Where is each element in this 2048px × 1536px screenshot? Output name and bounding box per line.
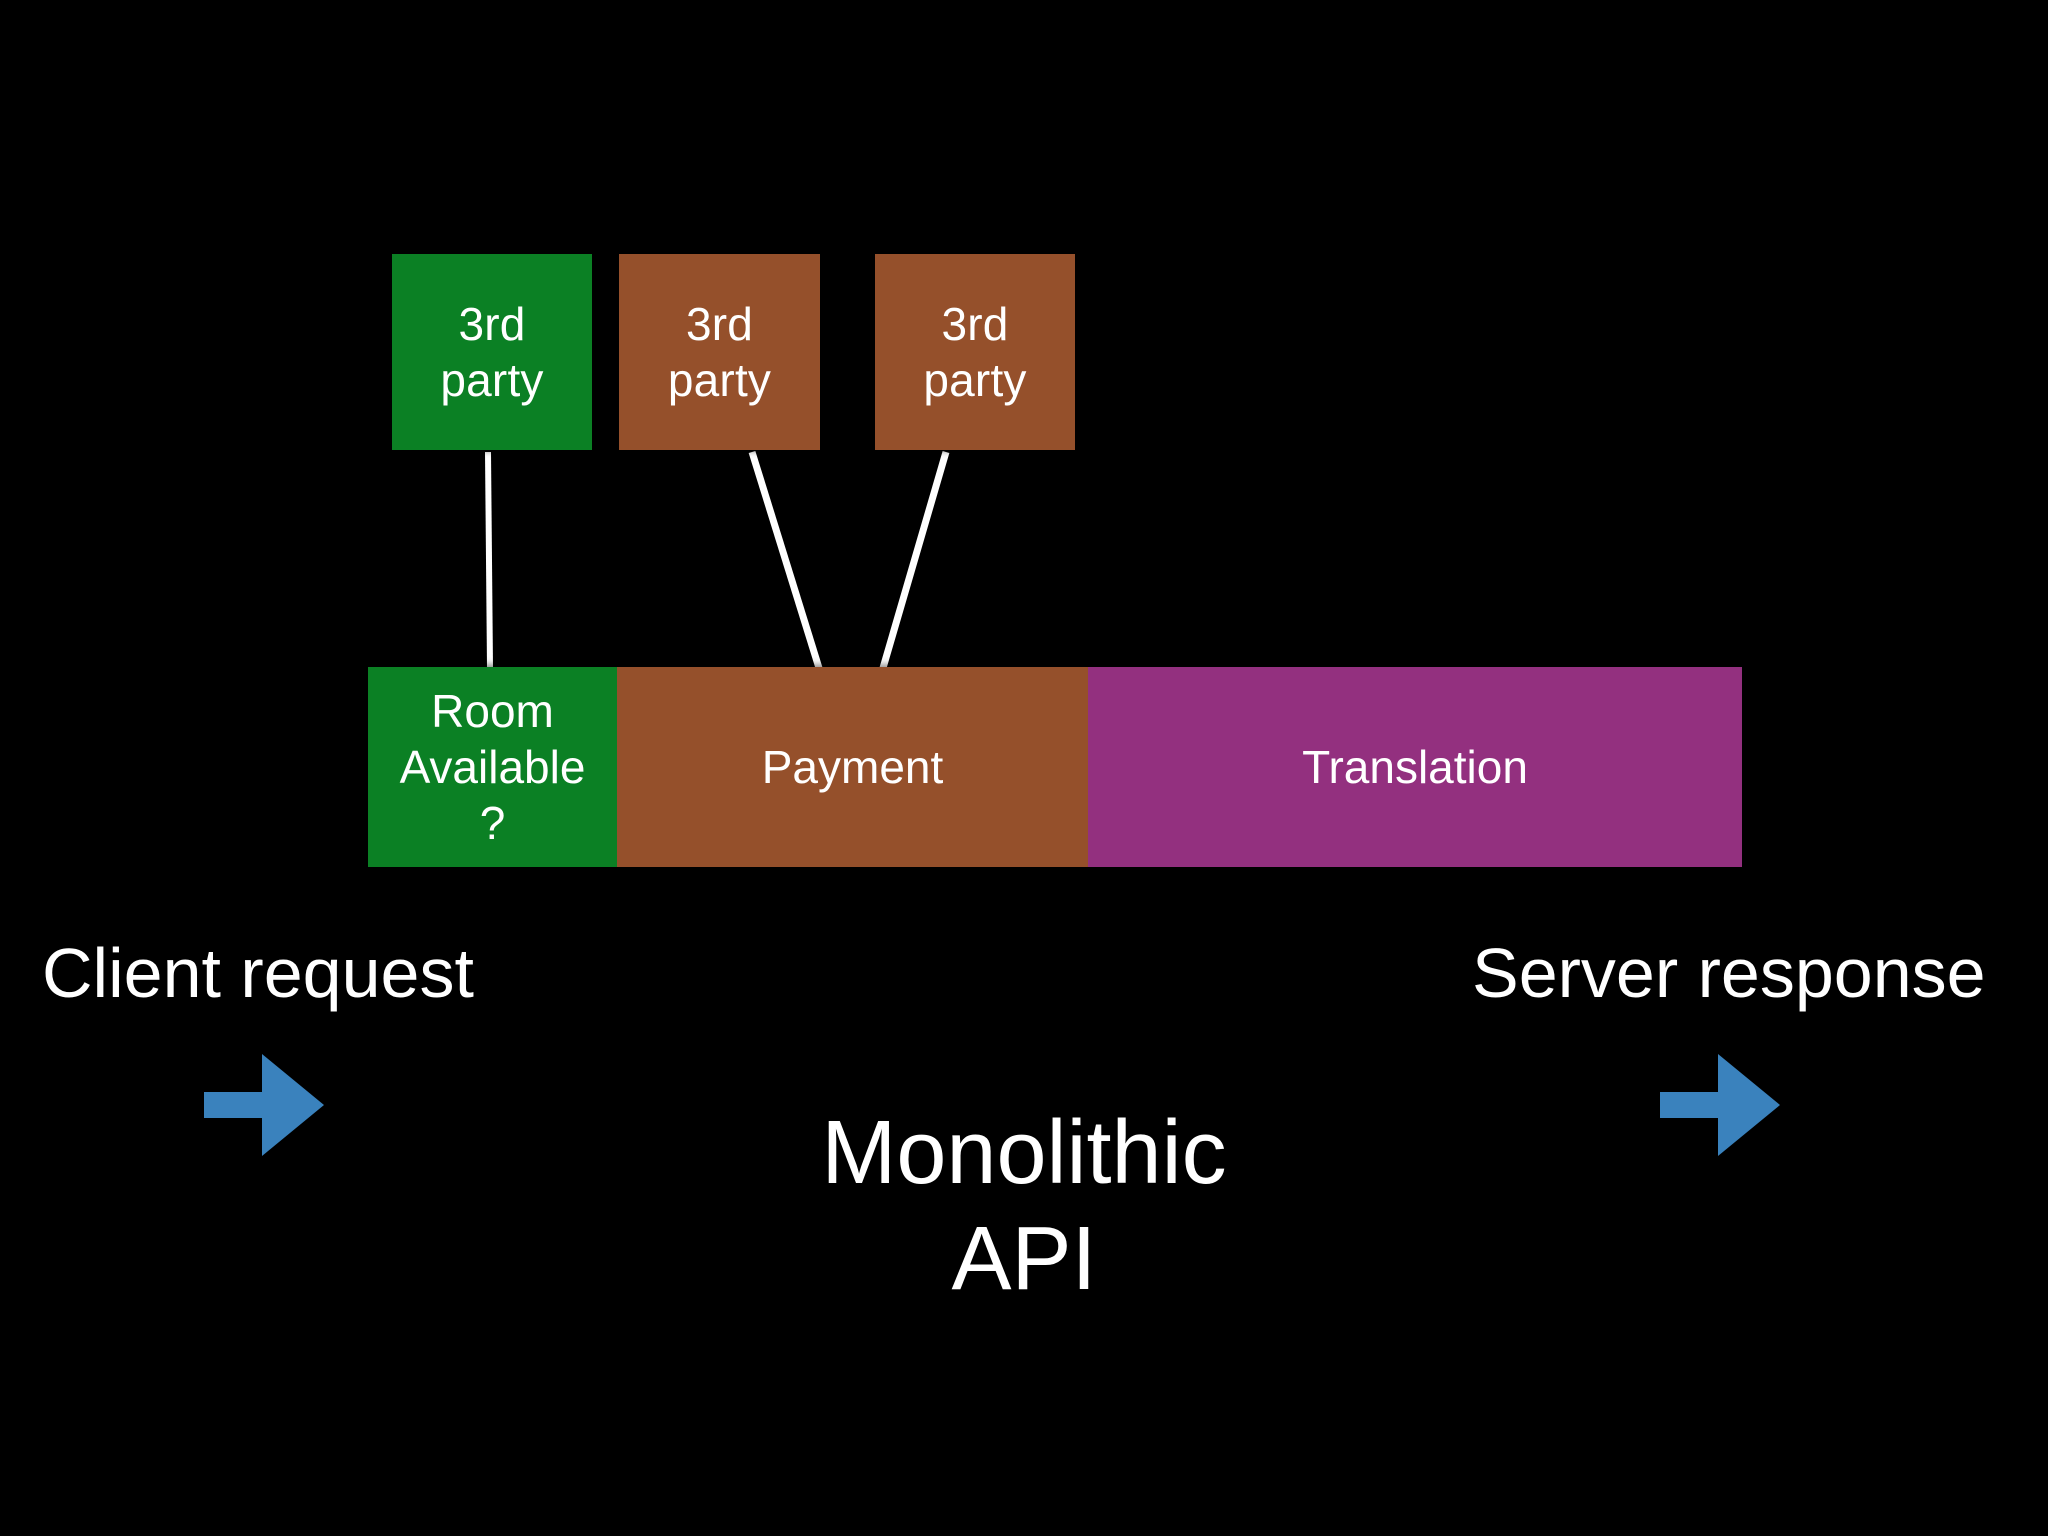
- segment-label-line3: ?: [479, 797, 506, 850]
- third-party-label-line1: 3rd: [941, 297, 1009, 350]
- arrow-right-icon: [1660, 1054, 1780, 1156]
- third-party-label-line1: 3rd: [458, 297, 526, 350]
- bar-segment-room-available[interactable]: Room Available ?: [368, 667, 617, 867]
- third-party-label-line2: party: [923, 354, 1027, 406]
- segment-label-line2: Available: [399, 740, 586, 793]
- third-party-label-line2: party: [440, 354, 544, 406]
- monolithic-api-label-line2: API: [951, 1209, 1097, 1310]
- third-party-box-green[interactable]: 3rd party: [392, 254, 592, 450]
- third-party-box-brown-2[interactable]: 3rd party: [875, 254, 1075, 450]
- connector-brown-2: [879, 451, 950, 669]
- third-party-label-line2: party: [667, 354, 772, 406]
- bar-segment-translation[interactable]: Translation: [1088, 667, 1742, 867]
- connector-green: [485, 451, 493, 669]
- monolithic-api-label: Monolithic API: [0, 1100, 2048, 1312]
- client-request-caption: Client request: [42, 934, 474, 1012]
- bar-segment-payment[interactable]: Payment: [617, 667, 1088, 867]
- monolithic-api-bar: Room Available ? Payment Translation: [368, 667, 1742, 867]
- arrow-right-icon: [204, 1054, 324, 1156]
- server-response-caption: Server response: [1472, 934, 1986, 1012]
- connector-brown-1: [748, 450, 823, 670]
- segment-label-line1: Room: [431, 684, 554, 737]
- segment-label-line1: Payment: [761, 740, 944, 793]
- segment-label-line1: Translation: [1302, 740, 1528, 793]
- monolithic-api-label-line1: Monolithic: [821, 1103, 1227, 1203]
- third-party-box-brown-1[interactable]: 3rd party: [619, 254, 820, 450]
- third-party-label-line1: 3rd: [685, 297, 754, 350]
